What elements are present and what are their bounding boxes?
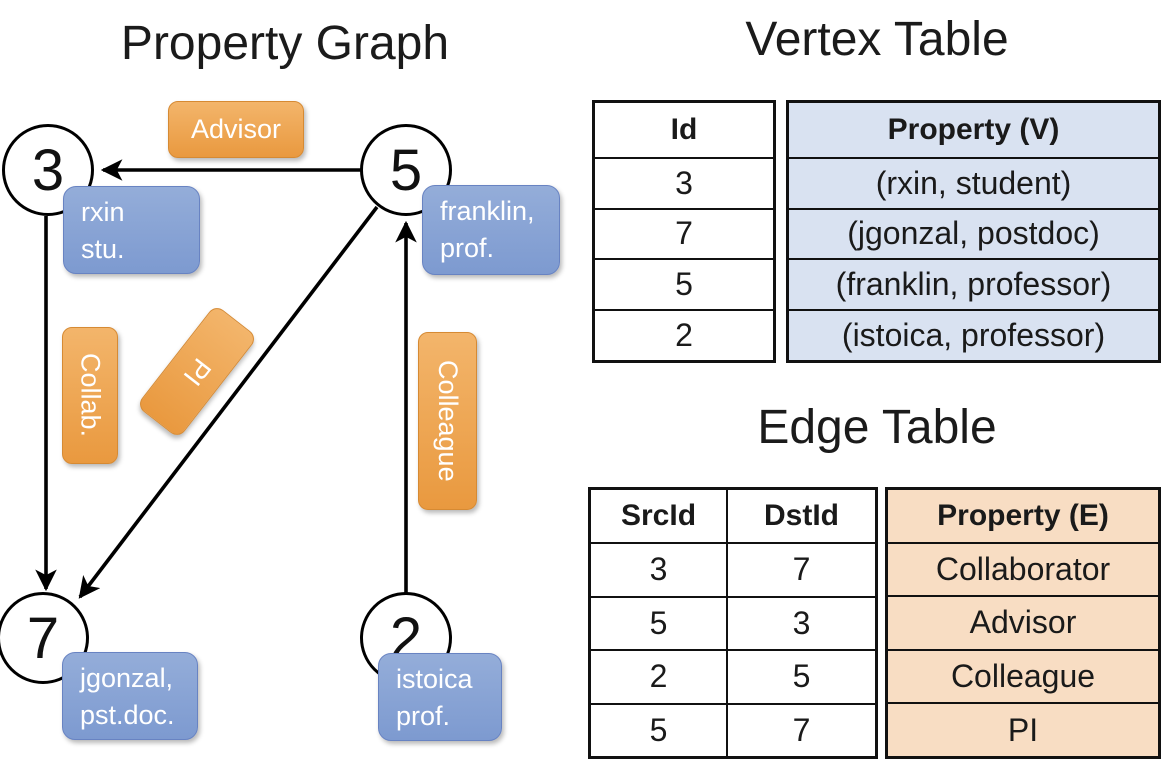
vertex-table-property-cell: (istoica, professor) [789,309,1158,361]
node-7-id: 7 [26,605,60,671]
vertex-property-line: stu. [81,234,125,265]
edge-table-property-cell: Colleague [888,648,1158,703]
edge-table-property-header: Property (E) [888,490,1158,542]
vertex-property-line: jgonzal, [80,663,174,693]
vertex-table-property-cell: (jgonzal, postdoc) [789,207,1158,259]
vertex-property-line: pst.doc. [80,700,175,731]
graph-node-3: 3 [2,124,94,216]
edge-table-title: Edge Table [757,401,997,454]
edge-table-dstid-cell: 3 [726,595,875,649]
edge-table-property-cell: Advisor [888,595,1158,649]
edge-table-dstid-cell: 7 [726,542,875,596]
vertex-table-id-header: Id [670,112,698,146]
edge-table-dstid-cell: 5 [726,649,875,703]
edge-table-dstid-header: DstId [726,490,875,542]
vertex-table-property-cell: (rxin, student) [789,156,1158,208]
edge-label-advisor: Advisor [168,101,304,158]
vertex-table-property-header: Property (V) [789,103,1158,157]
edge-label-colleague: Colleague [418,332,477,510]
edge-table-srcid-header: SrcId [620,499,697,532]
vertex-property-line: prof. [396,701,451,732]
node-3-id: 3 [31,137,65,203]
edge-table-srcid-cell: 5 [591,595,726,650]
vertex-property-box-7: jgonzal, pst.doc. [62,652,198,740]
vertex-table-property-column: Property (V) (rxin, student) (jgonzal, p… [786,100,1161,363]
edge-table-srcid-cell: 2 [591,649,726,703]
vertex-table-id-cell: 3 [595,156,773,208]
vertex-table-id-cell: 5 [595,258,773,309]
vertex-property-box-5: franklin, prof. [422,185,560,275]
edge-5-to-7-arrow [78,205,379,599]
vertex-table-id-cell: 2 [595,309,773,360]
vertex-property-line: franklin, [440,196,535,226]
edge-table-src-dst-columns: SrcId DstId 3 7 5 3 2 5 5 7 [588,487,878,759]
edge-label-collab: Collab. [62,327,118,464]
edge-table-property-cell: PI [888,702,1158,756]
vertex-property-box-2: istoica prof. [378,653,502,741]
vertex-property-line: rxin [81,197,125,227]
node-5-id: 5 [389,137,423,203]
edge-table-property-column: Property (E) Collaborator Advisor Collea… [885,487,1161,759]
vertex-property-line: prof. [440,233,495,264]
vertex-property-box-3: rxin stu. [63,186,200,274]
vertex-property-line: istoica [396,664,473,694]
property-graph-title: Property Graph [120,17,450,70]
edge-table-dstid-cell: 7 [726,702,875,756]
vertex-table-id-cell: 7 [595,207,773,259]
vertex-table-id-column: Id 3 7 5 2 [592,100,776,363]
vertex-table-property-cell: (franklin, professor) [789,258,1158,310]
edge-table-srcid-cell: 5 [591,702,726,757]
vertex-table-title: Vertex Table [745,13,1009,66]
edge-table-srcid-cell: 3 [591,542,726,596]
edge-table-property-cell: Collaborator [888,541,1158,596]
